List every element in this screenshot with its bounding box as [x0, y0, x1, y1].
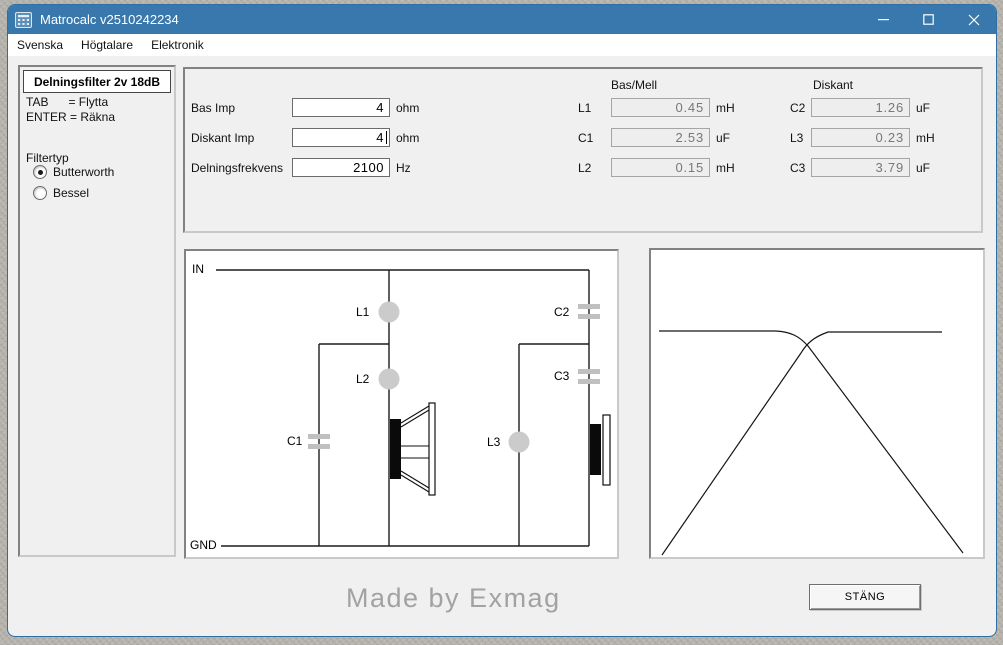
circuit-gnd-label: GND [190, 538, 217, 552]
maximize-icon [923, 14, 934, 25]
capacitor-C2-icon [578, 304, 600, 319]
l3-label: L3 [790, 131, 804, 145]
circuit-wires [216, 269, 590, 547]
maximize-button[interactable] [906, 5, 951, 34]
radio-unselected-icon[interactable] [33, 186, 47, 200]
minimize-icon [878, 19, 889, 21]
circuit-c3-label: C3 [554, 369, 570, 383]
c2-label: C2 [790, 101, 806, 115]
inductor-L2-icon [378, 368, 400, 390]
credit-text: Made by Exmag [346, 583, 561, 613]
tweeter-icon [590, 414, 611, 486]
circuit-c1-label: C1 [287, 434, 303, 448]
inductor-L3-icon [508, 431, 530, 453]
diskant-imp-unit: ohm [396, 131, 420, 145]
menu-item-svenska[interactable]: Svenska [17, 38, 64, 52]
capacitor-C1-icon [308, 434, 330, 449]
circuit-in-label: IN [192, 262, 204, 276]
c1-unit: uF [716, 131, 731, 145]
delningsfrekvens-unit: Hz [396, 161, 411, 175]
diskant-imp-input[interactable] [292, 128, 390, 147]
bas-imp-input[interactable] [292, 98, 390, 117]
circuit-schematic [216, 269, 611, 547]
radio-bessel[interactable]: Bessel [33, 186, 89, 200]
menu-item-hogtalare[interactable]: Högtalare [81, 38, 134, 52]
circuit-panel: IN GND L1 L2 C1 C2 C3 L3 [184, 249, 619, 559]
l1-label: L1 [578, 101, 592, 115]
c2-output: 1.26 [811, 98, 910, 117]
response-graph [659, 330, 964, 556]
circuit-c2-label: C2 [554, 305, 570, 319]
l3-unit: mH [916, 131, 935, 145]
inductor-L1-icon [378, 301, 400, 323]
delningsfrekvens-label: Delningsfrekvens [191, 161, 284, 175]
sidebar-heading: Delningsfilter 2v 18dB [23, 70, 171, 93]
highpass-curve [661, 331, 942, 556]
menu-item-elektronik[interactable]: Elektronik [151, 38, 204, 52]
circuit-l1-label: L1 [356, 305, 370, 319]
delningsfrekvens-input[interactable] [292, 158, 390, 177]
lowpass-curve [659, 330, 964, 554]
c1-label: C1 [578, 131, 594, 145]
radio-butterworth[interactable]: Butterworth [33, 165, 114, 179]
menu-bar: Svenska Högtalare Elektronik [8, 34, 996, 56]
l2-output: 0.15 [611, 158, 710, 177]
c3-output: 3.79 [811, 158, 910, 177]
graph-panel [649, 248, 985, 559]
diskant-header: Diskant [813, 78, 854, 92]
circuit-l3-label: L3 [487, 435, 501, 449]
filtertype-label: Filtertyp [26, 151, 69, 165]
minimize-button[interactable] [861, 5, 906, 34]
c3-unit: uF [916, 161, 931, 175]
radio-selected-icon[interactable] [33, 165, 47, 179]
close-icon [968, 14, 979, 25]
stang-button[interactable]: STÄNG [809, 584, 921, 610]
sidebar-panel: Delningsfilter 2v 18dB TAB = Flytta ENTE… [18, 65, 176, 557]
text-caret [386, 131, 387, 144]
l2-label: L2 [578, 161, 592, 175]
bas-imp-unit: ohm [396, 101, 420, 115]
bas-mell-header: Bas/Mell [611, 78, 658, 92]
window-title: Matrocalc v2510242234 [40, 12, 179, 27]
woofer-icon [390, 402, 436, 496]
window-controls [861, 5, 996, 34]
l1-unit: mH [716, 101, 735, 115]
app-icon [15, 11, 32, 28]
c1-output: 2.53 [611, 128, 710, 147]
close-button[interactable] [951, 5, 996, 34]
circuit-l2-label: L2 [356, 372, 370, 386]
title-bar: Matrocalc v2510242234 [8, 5, 996, 34]
c3-label: C3 [790, 161, 806, 175]
hint-tab: TAB = Flytta [26, 95, 109, 109]
hint-enter: ENTER = Räkna [26, 110, 116, 124]
parameters-panel: Bas Imp ohm Diskant Imp ohm Delningsfrek… [183, 67, 983, 233]
l3-output: 0.23 [811, 128, 910, 147]
c2-unit: uF [916, 101, 931, 115]
radio-bessel-label: Bessel [53, 186, 90, 200]
radio-butterworth-label: Butterworth [53, 165, 115, 179]
diskant-imp-label: Diskant Imp [191, 131, 255, 145]
l1-output: 0.45 [611, 98, 710, 117]
l2-unit: mH [716, 161, 735, 175]
app-window: Matrocalc v2510242234 Svenska Högtalare [7, 4, 997, 637]
capacitor-C3-icon [578, 369, 600, 384]
bas-imp-label: Bas Imp [191, 101, 236, 115]
